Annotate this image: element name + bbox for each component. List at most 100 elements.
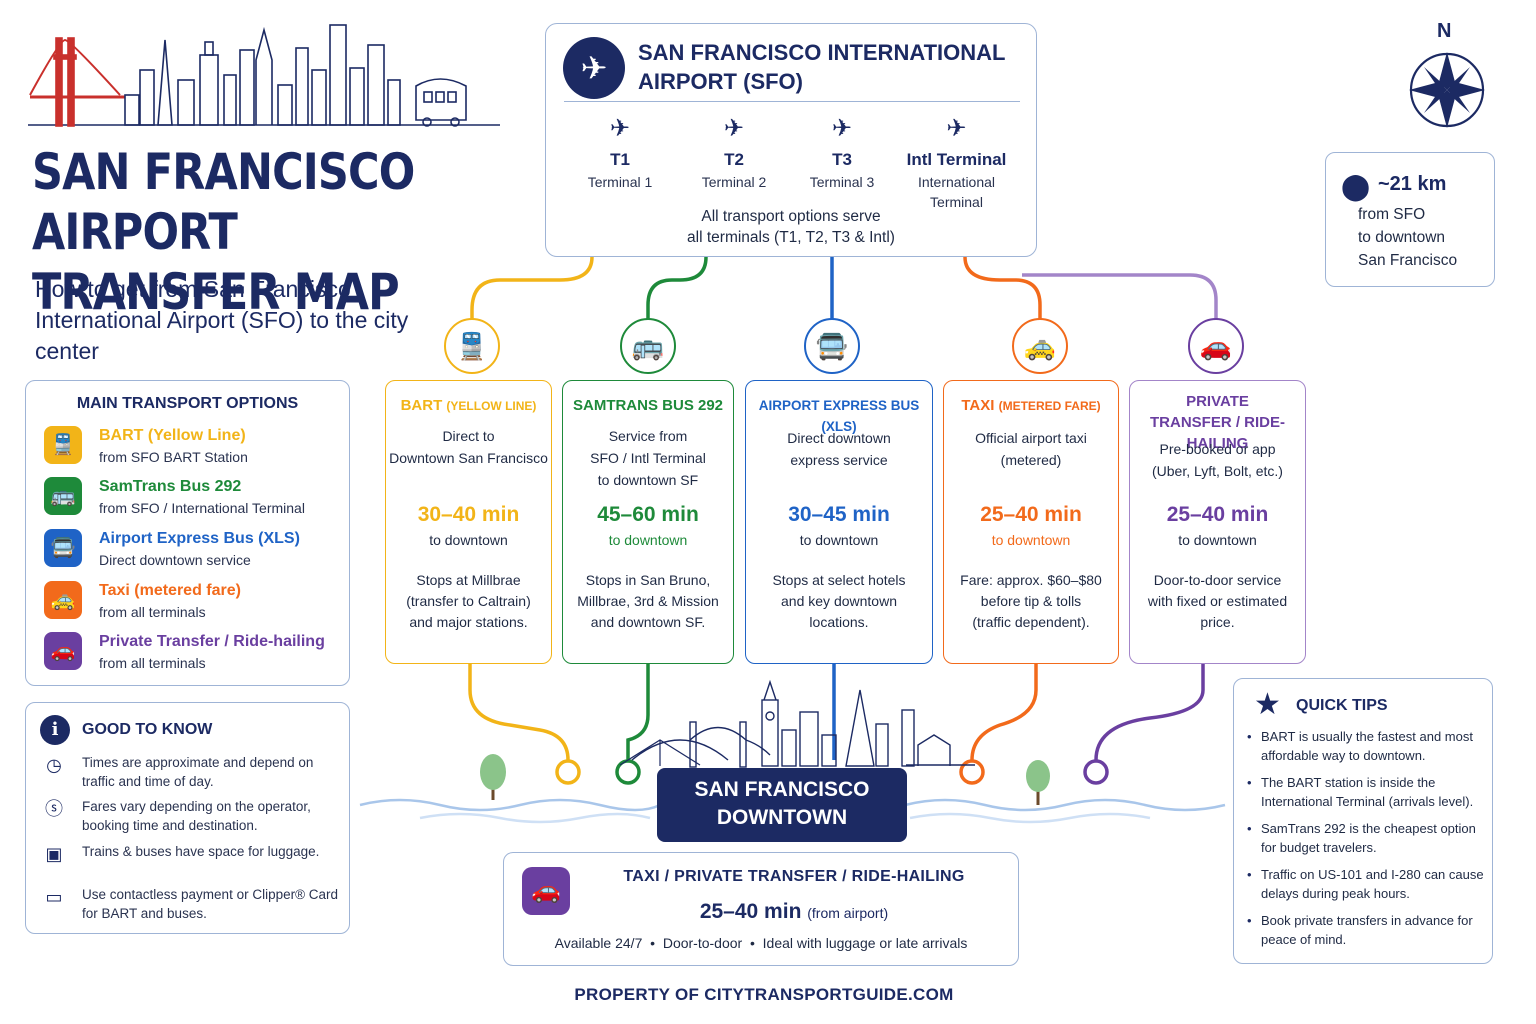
route-line-taxi	[963, 256, 1042, 322]
train-icon: 🚆	[44, 426, 82, 464]
list-item: Book private transfers in advance for pe…	[1244, 911, 1489, 949]
car-icon: 🚗	[44, 632, 82, 670]
distance-description: from SFO to downtown San Francisco	[1358, 206, 1458, 269]
car-icon: 🚗	[1188, 318, 1244, 374]
list-item: SamTrans 292 is the cheapest option for …	[1244, 819, 1489, 857]
airplane-icon: ✈	[831, 115, 853, 142]
airplane-icon: ✈	[609, 115, 631, 142]
xls-time: 30–45 min	[788, 503, 890, 526]
samtrans-time: 45–60 min	[597, 503, 699, 526]
transport-card-bart[interactable]: BART (YELLOW LINE) Direct to Downtown Sa…	[385, 380, 552, 664]
taxi-icon: 🚕	[1012, 318, 1068, 374]
golden-gate-skyline-illustration	[28, 24, 500, 127]
star-icon: ★	[1254, 688, 1281, 721]
clock-icon: ◷	[46, 755, 62, 775]
page-subtitle: How to get from San Francisco Internatio…	[35, 276, 409, 364]
transport-card-private[interactable]: PRIVATE TRANSFER / RIDE- HAILING Pre-boo…	[1129, 380, 1306, 664]
option-bart[interactable]: 🚆 BART (Yellow Line) from SFO BART Stati…	[44, 426, 344, 470]
bart-endpoint	[555, 759, 581, 785]
compass-north-label: N	[1437, 20, 1452, 42]
airplane-icon: ✈	[563, 37, 625, 99]
title-line-1: SAN FRANCISCO AIRPORT	[32, 143, 415, 261]
bart-time: 30–40 min	[417, 503, 520, 526]
option-xls[interactable]: 🚍 Airport Express Bus (XLS) Direct downt…	[44, 529, 344, 573]
option-private-name: Private Transfer / Ride-hailing	[99, 633, 325, 650]
route-line-private-down	[1094, 664, 1205, 761]
option-taxi[interactable]: 🚕 Taxi (metered fare) from all terminals	[44, 581, 344, 625]
transport-card-xls-header: AIRPORT EXPRESS BUS (XLS)	[758, 398, 920, 434]
option-samtrans-detail: from SFO / International Terminal	[99, 500, 305, 516]
terminal-intl: ✈ Intl Terminal International Terminal	[894, 112, 1019, 212]
route-end-points	[555, 759, 1109, 785]
title-line-2: TRANSFER MAP	[32, 263, 400, 321]
good-to-know-heading: GOOD TO KNOW	[82, 721, 213, 738]
taxi-summary-features: Available 24/7 • Door-to-door • Ideal wi…	[554, 935, 968, 951]
water-waves	[359, 798, 1226, 824]
taxi-time: 25–40 min	[980, 503, 1082, 526]
train-icon: 🚆	[444, 318, 500, 374]
option-samtrans[interactable]: 🚌 SamTrans Bus 292 from SFO / Internatio…	[44, 477, 344, 521]
bus-icon: 🚌	[620, 318, 676, 374]
transport-card-taxi[interactable]: TAXI (METERED FARE) Official airport tax…	[943, 380, 1119, 664]
main-options-heading: MAIN TRANSPORT OPTIONS	[76, 395, 299, 412]
luggage-icon: ▣	[45, 844, 63, 864]
taxi-summary-time: 25–40 min (from airport)	[699, 900, 889, 923]
car-icon: 🚗	[522, 867, 570, 915]
main-transport-options-panel: MAIN TRANSPORT OPTIONS 🚆 BART (Yellow Li…	[25, 380, 350, 686]
route-line-taxi-down	[970, 664, 1038, 761]
bart-details: Stops at Millbrae (transfer to Caltrain)…	[406, 572, 531, 630]
xls-details: Stops at select hotels and key downtown …	[772, 572, 906, 630]
quick-tips-heading: QUICK TIPS	[1296, 697, 1388, 714]
route-line-bart-down	[468, 664, 570, 761]
option-private-detail: from all terminals	[99, 655, 206, 671]
route-lines	[468, 256, 1218, 762]
terminal-t1: ✈ T1 Terminal 1	[560, 112, 680, 192]
samtrans-endpoint	[615, 759, 641, 785]
option-bart-name: BART (Yellow Line)	[99, 427, 246, 444]
option-xls-name: Airport Express Bus (XLS)	[99, 530, 300, 547]
samtrans-details: Stops in San Bruno, Millbrae, 3rd & Miss…	[577, 572, 719, 630]
option-private[interactable]: 🚗 Private Transfer / Ride-hailing from a…	[44, 632, 344, 676]
dollar-icon: ⓢ	[45, 799, 63, 819]
distance-value: ~21 km	[1378, 173, 1447, 195]
airport-title: SAN FRANCISCO INTERNATIONAL AIRPORT (SFO…	[638, 40, 1006, 94]
quick-tips-list: BART is usually the fastest and most aff…	[1244, 727, 1489, 957]
list-item: The BART station is inside the Internati…	[1244, 773, 1489, 811]
airplane-icon: ✈	[946, 115, 967, 142]
downtown-destination-badge: SAN FRANCISCO DOWNTOWN	[657, 768, 907, 842]
transport-card-samtrans[interactable]: SAMTRANS BUS 292 Service from SFO / Intl…	[562, 380, 734, 664]
airport-card: ✈ SAN FRANCISCO INTERNATIONAL AIRPORT (S…	[545, 23, 1037, 257]
transport-card-private-header: PRIVATE TRANSFER / RIDE- HAILING	[1150, 393, 1285, 452]
route-line-samtrans-down	[626, 664, 650, 762]
quick-tips-panel: ★ QUICK TIPS BART is usually the fastest…	[1233, 678, 1493, 964]
good-to-know-panel: i GOOD TO KNOW ◷ Times are approximate a…	[25, 702, 350, 934]
option-samtrans-name: SamTrans Bus 292	[99, 478, 242, 495]
bus-icon: 🚌	[44, 477, 82, 515]
list-item: Traffic on US-101 and I-280 can cause de…	[1244, 865, 1489, 903]
airport-divider	[564, 101, 1020, 102]
terminal-t2: ✈ T2 Terminal 2	[674, 112, 794, 192]
taxi-endpoint	[959, 759, 985, 785]
taxi-summary-title: TAXI / PRIVATE TRANSFER / RIDE-HAILING	[623, 868, 965, 885]
all-terminals-note: All transport options serve all terminal…	[687, 208, 895, 246]
private-time: 25–40 min	[1166, 503, 1269, 526]
option-taxi-detail: from all terminals	[99, 604, 206, 620]
downtown-skyline-illustration	[619, 679, 975, 768]
page-title: SAN FRANCISCO AIRPORT TRANSFER MAP	[32, 142, 445, 322]
taxi-private-summary-card: 🚗 TAXI / PRIVATE TRANSFER / RIDE-HAILING…	[503, 852, 1019, 966]
route-line-samtrans	[646, 256, 708, 322]
transport-card-samtrans-header: SAMTRANS BUS 292	[572, 397, 724, 414]
private-details: Door-to-door service with fixed or estim…	[1147, 572, 1288, 630]
airplane-icon: ✈	[723, 115, 745, 142]
info-icon: i	[40, 715, 70, 745]
route-line-bart	[470, 256, 594, 322]
taxi-icon: 🚕	[44, 581, 82, 619]
route-line-private	[1022, 273, 1218, 322]
card-icon: ▭	[45, 887, 63, 907]
tree-illustrations	[480, 754, 1050, 805]
distance-card: ⬤ ~21 km from SFO to downtown San Franci…	[1325, 152, 1495, 287]
option-xls-detail: Direct downtown service	[99, 552, 251, 568]
transport-card-xls[interactable]: AIRPORT EXPRESS BUS (XLS) Direct downtow…	[745, 380, 933, 664]
option-bart-detail: from SFO BART Station	[99, 449, 248, 465]
